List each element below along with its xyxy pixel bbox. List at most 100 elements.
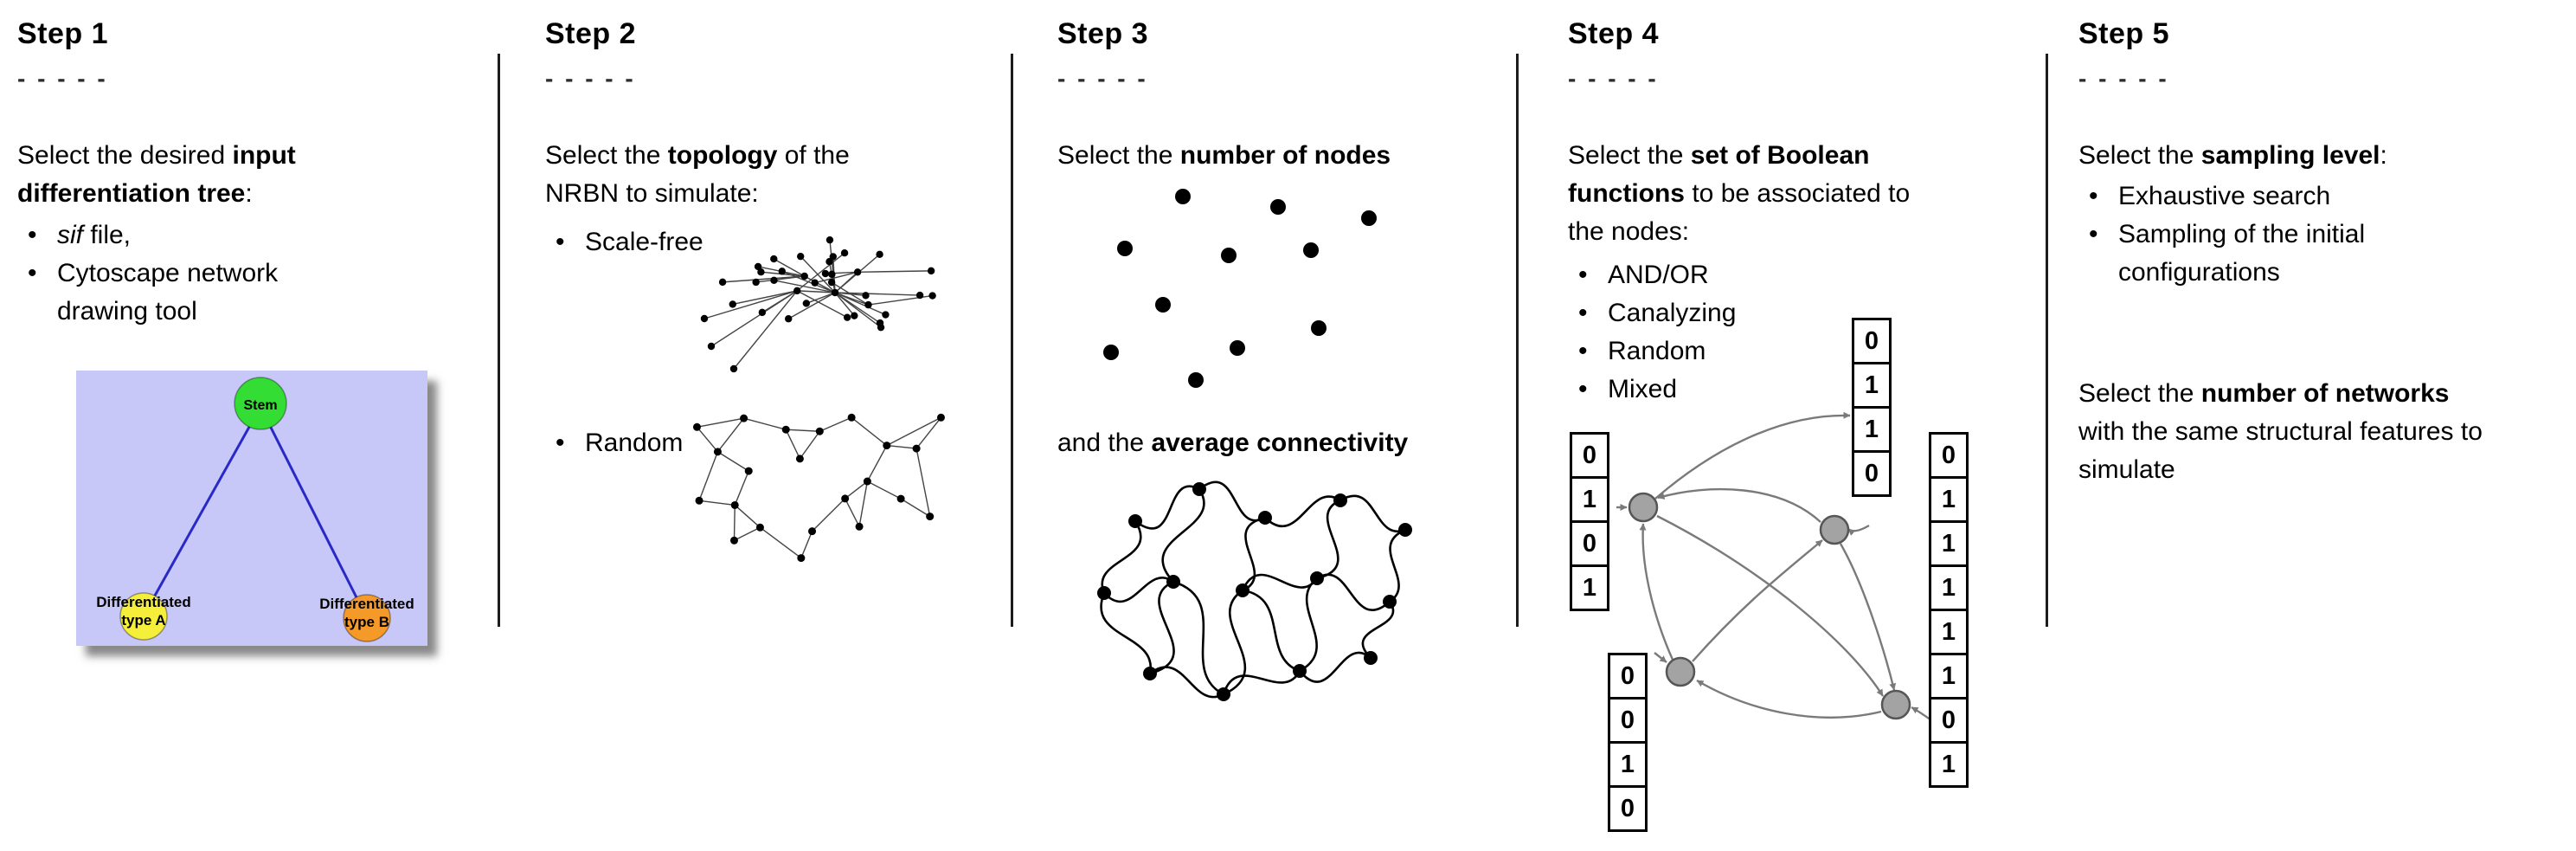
truth-table-cell: 0 bbox=[1852, 318, 1892, 364]
step-3-intro: Select the number of nodes bbox=[1057, 141, 1391, 170]
step-2-intro: Select the topology of the NRBN to simul… bbox=[545, 141, 850, 208]
bullet-item: Mixed bbox=[1568, 371, 1736, 409]
step-4-bullet-list: AND/OR Canalyzing Random Mixed bbox=[1568, 256, 1736, 409]
truth-table-cell: 0 bbox=[1570, 432, 1609, 479]
type-b-label-line1: Differentiated bbox=[319, 596, 414, 612]
step-1-title: Step 1 bbox=[17, 17, 109, 50]
truth-table-cell: 1 bbox=[1570, 564, 1609, 611]
truth-table-cell: 1 bbox=[1570, 476, 1609, 523]
column-divider bbox=[1011, 54, 1013, 627]
arrow-n1-top-table bbox=[1654, 411, 1851, 500]
truth-table-cell: 0 bbox=[1608, 785, 1648, 832]
boolean-network-figure bbox=[1616, 411, 1932, 721]
step-4-column: Step 4 - - - - - Select the set of Boole… bbox=[1568, 0, 2035, 851]
random-network-figure bbox=[692, 413, 945, 563]
step-1-column: Step 1 - - - - - Select the desired inpu… bbox=[17, 0, 489, 851]
truth-table-cell: 1 bbox=[1929, 609, 1969, 655]
bullet-text: Canalyzing bbox=[1608, 299, 1737, 327]
bullet-marker bbox=[2078, 216, 2118, 254]
bullet-text: Scale-free bbox=[585, 228, 703, 256]
bullet-marker bbox=[545, 223, 585, 261]
arrow-top-table-n2 bbox=[1847, 524, 1870, 536]
arrow-n1-n4 bbox=[1656, 514, 1885, 697]
bullet-marker bbox=[1568, 256, 1608, 294]
column-divider bbox=[2046, 54, 2048, 627]
truth-table-cell: 0 bbox=[1570, 520, 1609, 567]
arrow-n3-n1 bbox=[1639, 523, 1674, 661]
bullet-item: Scale-free bbox=[545, 223, 703, 261]
truth-table-cell: 1 bbox=[1852, 362, 1892, 409]
stem-label: Stem bbox=[243, 398, 277, 413]
truth-table-cell: 1 bbox=[1929, 564, 1969, 611]
bullet-item: AND/OR bbox=[1568, 256, 1736, 294]
bullet-item: Sampling of the initial configurations bbox=[2078, 216, 2417, 292]
stem-node bbox=[234, 377, 287, 430]
step-3-column: Step 3 - - - - - Select the number of no… bbox=[1057, 0, 1503, 851]
column-divider bbox=[1516, 54, 1519, 627]
type-a-node bbox=[119, 592, 168, 641]
tree-edge-left bbox=[145, 406, 262, 610]
step-2-title: Step 2 bbox=[545, 17, 637, 50]
step-5-networks-text: Select the number of networks with the s… bbox=[2078, 379, 2483, 484]
truth-table-cell: 1 bbox=[1852, 406, 1892, 453]
arrow-bottom-table-n3 bbox=[1654, 652, 1667, 663]
bullet-text: Random bbox=[585, 429, 684, 457]
step-1-intro: Select the desired input differentiation… bbox=[17, 141, 296, 208]
truth-table-cell: 0 bbox=[1852, 450, 1892, 497]
step-1-dashes: - - - - - bbox=[17, 65, 108, 92]
arrow-n3-n2 bbox=[1692, 539, 1823, 662]
step-5-bullet-list: Exhaustive search Sampling of the initia… bbox=[2078, 177, 2417, 292]
bullet-marker bbox=[17, 216, 57, 255]
bullet-text: Random bbox=[1608, 337, 1706, 365]
bullet-text: AND/OR bbox=[1608, 261, 1709, 289]
gene-node-1 bbox=[1628, 492, 1659, 523]
bullet-item: Canalyzing bbox=[1568, 294, 1736, 332]
step-3-connectivity-text: and the average connectivity bbox=[1057, 429, 1409, 457]
bullet-text: Exhaustive search bbox=[2118, 182, 2331, 210]
bullet-item: sif file, bbox=[17, 216, 347, 255]
gene-node-3 bbox=[1665, 656, 1696, 687]
scale-free-network-figure bbox=[700, 235, 936, 373]
bullet-item: Random bbox=[545, 424, 683, 462]
truth-table-cell: 0 bbox=[1608, 653, 1648, 699]
step-5-column: Step 5 - - - - - Select the sampling lev… bbox=[2078, 0, 2567, 851]
bullet-item: Cytoscape network drawing tool bbox=[17, 255, 347, 331]
differentiation-tree-box: Stem Differentiated type A Differentiate… bbox=[76, 371, 427, 646]
step-3-dashes: - - - - - bbox=[1057, 65, 1148, 92]
bullet-text: Sampling of the initial configurations bbox=[2118, 220, 2366, 287]
bullet-text: Cytoscape network drawing tool bbox=[57, 259, 279, 326]
bullet-item: Exhaustive search bbox=[2078, 177, 2417, 216]
tree-edge-right bbox=[259, 406, 365, 612]
gene-node-2 bbox=[1819, 514, 1850, 545]
arrow-n2-n1 bbox=[1657, 487, 1821, 523]
nodes-dots-figure bbox=[1103, 189, 1377, 388]
truth-table-cell: 0 bbox=[1929, 432, 1969, 479]
bullet-marker bbox=[545, 424, 585, 462]
step-5-intro: Select the sampling level: bbox=[2078, 141, 2387, 170]
step-5-title: Step 5 bbox=[2078, 17, 2170, 50]
type-a-label-line2: type A bbox=[121, 612, 165, 629]
bullet-marker bbox=[2078, 177, 2118, 216]
truth-table-cell: 0 bbox=[1608, 697, 1648, 744]
step-4-intro: Select the set of Boolean functions to b… bbox=[1568, 141, 1911, 246]
step-4-title: Step 4 bbox=[1568, 17, 1660, 50]
step-2-column: Step 2 - - - - - Select the topology of … bbox=[545, 0, 999, 851]
truth-table-cell: 1 bbox=[1608, 741, 1648, 788]
step-5-dashes: - - - - - bbox=[2078, 65, 2169, 92]
truth-table-cell: 1 bbox=[1929, 653, 1969, 699]
bullet-marker bbox=[17, 255, 57, 293]
gene-node-4 bbox=[1880, 689, 1911, 720]
bullet-text: sif file, bbox=[57, 221, 132, 249]
type-b-node bbox=[343, 594, 391, 642]
truth-table-cell: 1 bbox=[1929, 741, 1969, 788]
truth-table-cell: 0 bbox=[1929, 697, 1969, 744]
step-1-bullet-list: sif file, Cytoscape network drawing tool bbox=[17, 216, 347, 331]
step-2-bullet-random: Random bbox=[545, 424, 683, 462]
step-2-bullet-scale-free: Scale-free bbox=[545, 223, 703, 261]
